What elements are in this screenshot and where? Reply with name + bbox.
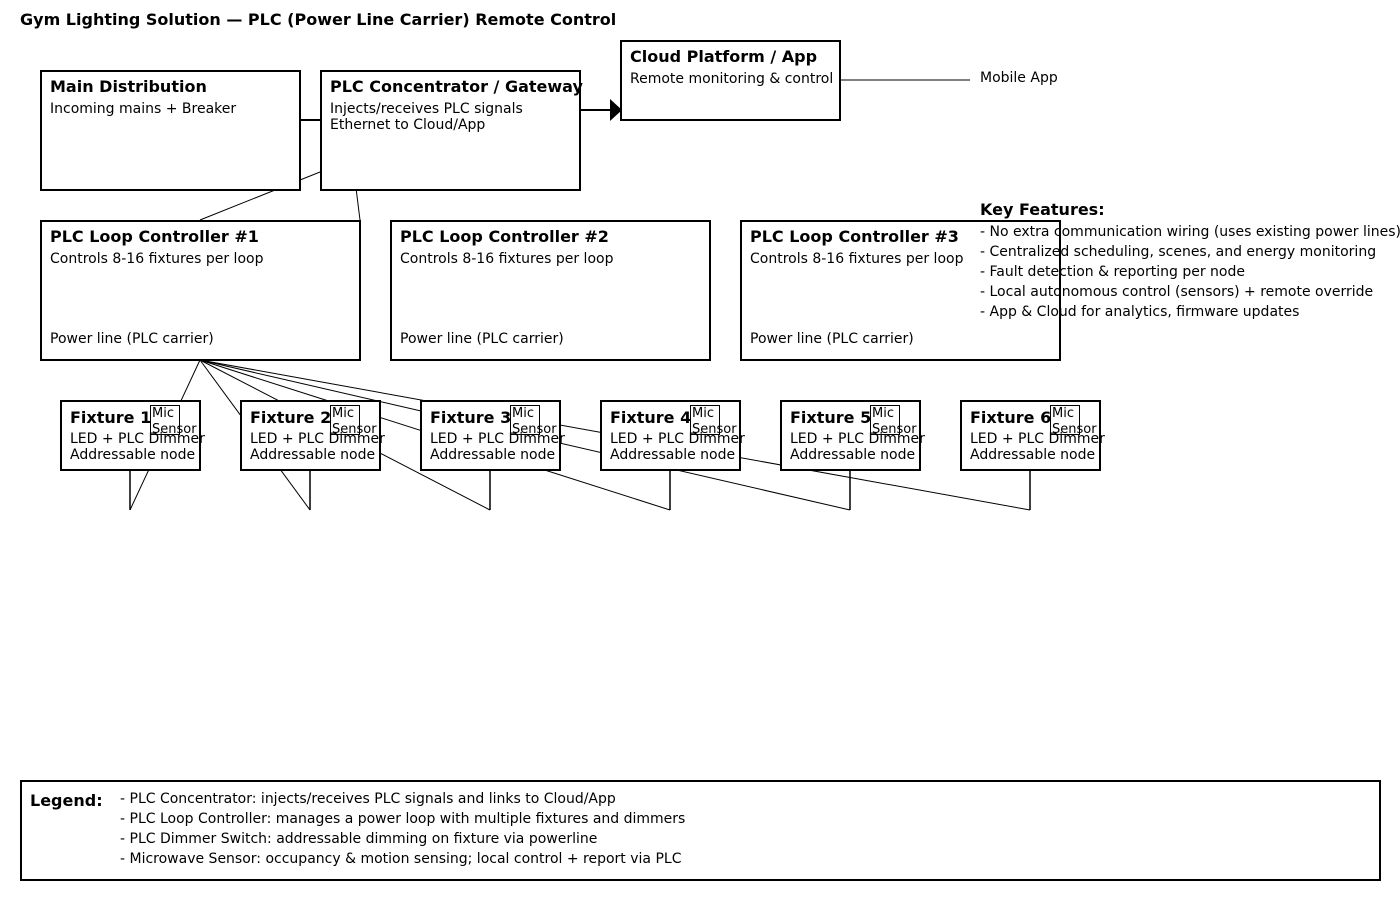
loop-controller-title: PLC Loop Controller #3 (750, 227, 959, 246)
legend-item: - PLC Concentrator: injects/receives PLC… (120, 791, 616, 807)
fixture-1-box: LED + PLC Dimmer Addressable node Fixtur… (60, 400, 205, 471)
cloud-platform-desc: Remote monitoring & control (630, 71, 834, 87)
fixture-node: Addressable node (250, 447, 376, 463)
fixture-desc: LED + PLC Dimmer (250, 431, 385, 447)
fixture-desc: LED + PLC Dimmer (70, 431, 205, 447)
arrowhead-to-cloud (610, 99, 622, 121)
fixture-title: Fixture 2 (250, 408, 332, 427)
sensor-label-1: Mic (332, 406, 354, 421)
cloud-platform-box: Cloud Platform / App Remote monitoring &… (620, 40, 841, 121)
key-feature-item: - Centralized scheduling, scenes, and en… (980, 244, 1377, 260)
sensor-label-2: Sensor (332, 422, 377, 437)
loop-controller-title: PLC Loop Controller #1 (50, 227, 259, 246)
legend-box: Legend: - PLC Concentrator: injects/rece… (20, 780, 1381, 881)
plc-concentrator-desc-2: Ethernet to Cloud/App (330, 117, 486, 133)
loop-controller-desc: Controls 8-16 fixtures per loop (50, 251, 264, 267)
plc-concentrator-box: PLC Concentrator / Gateway Injects/recei… (320, 70, 583, 191)
loop-controller-1-box: PLC Loop Controller #1 Controls 8-16 fix… (40, 220, 361, 361)
cloud-platform-title: Cloud Platform / App (630, 47, 818, 66)
loop-controller-desc: Controls 8-16 fixtures per loop (750, 251, 964, 267)
fixture-title: Fixture 6 (970, 408, 1052, 427)
key-features-title: Key Features: (980, 200, 1105, 219)
legend-title: Legend: (30, 791, 103, 810)
fixture-desc: LED + PLC Dimmer (970, 431, 1105, 447)
legend-item: - Microwave Sensor: occupancy & motion s… (120, 851, 682, 867)
microwave-sensor-box: Mic Sensor (330, 405, 377, 437)
key-feature-item: - App & Cloud for analytics, firmware up… (980, 304, 1300, 320)
plc-concentrator-title: PLC Concentrator / Gateway (330, 77, 583, 96)
loop-controller-2-box: PLC Loop Controller #2 Controls 8-16 fix… (390, 220, 711, 361)
diagram-title: Gym Lighting Solution — PLC (Power Line … (20, 10, 617, 29)
fixture-4-box: LED + PLC Dimmer Addressable node Fixtur… (600, 400, 745, 471)
microwave-sensor-box: Mic Sensor (870, 405, 917, 437)
sensor-label-1: Mic (1052, 406, 1074, 421)
key-feature-item: - No extra communication wiring (uses ex… (980, 224, 1400, 240)
main-distribution-box: Main Distribution Incoming mains + Break… (40, 70, 301, 191)
key-feature-item: - Local autonomous control (sensors) + r… (980, 284, 1374, 300)
fixture-node: Addressable node (790, 447, 916, 463)
fixture-node: Addressable node (610, 447, 736, 463)
fixture-title: Fixture 3 (430, 408, 512, 427)
sensor-label-2: Sensor (152, 422, 197, 437)
loop-controller-desc: Controls 8-16 fixtures per loop (400, 251, 614, 267)
loop-controller-3-box: PLC Loop Controller #3 Controls 8-16 fix… (740, 220, 1061, 361)
fixture-6-box: LED + PLC Dimmer Addressable node Fixtur… (960, 400, 1105, 471)
fixture-2-box: LED + PLC Dimmer Addressable node Fixtur… (240, 400, 385, 471)
fixture-title: Fixture 4 (610, 408, 692, 427)
sensor-label-2: Sensor (512, 422, 557, 437)
main-distribution-desc: Incoming mains + Breaker (50, 101, 237, 117)
sensor-label-1: Mic (692, 406, 714, 421)
microwave-sensor-box: Mic Sensor (510, 405, 557, 437)
sensor-label-2: Sensor (1052, 422, 1097, 437)
microwave-sensor-box: Mic Sensor (1050, 405, 1097, 437)
sensor-label-1: Mic (512, 406, 534, 421)
loop-controller-footer: Power line (PLC carrier) (400, 331, 564, 347)
fixture-desc: LED + PLC Dimmer (430, 431, 565, 447)
fixture-desc: LED + PLC Dimmer (610, 431, 745, 447)
fixture-node: Addressable node (430, 447, 556, 463)
fixture-title: Fixture 1 (70, 408, 152, 427)
microwave-sensor-box: Mic Sensor (150, 405, 197, 437)
microwave-sensor-box: Mic Sensor (690, 405, 737, 437)
legend-item: - PLC Dimmer Switch: addressable dimming… (120, 831, 598, 847)
sensor-label-2: Sensor (872, 422, 917, 437)
fixture-3-box: LED + PLC Dimmer Addressable node Fixtur… (420, 400, 565, 471)
main-distribution-title: Main Distribution (50, 77, 207, 96)
sensor-label-1: Mic (872, 406, 894, 421)
sensor-label-2: Sensor (692, 422, 737, 437)
loop-controller-footer: Power line (PLC carrier) (750, 331, 914, 347)
fixture-node: Addressable node (970, 447, 1096, 463)
fixture-title: Fixture 5 (790, 408, 872, 427)
mobile-app-label: Mobile App (980, 70, 1058, 86)
fixture-node: Addressable node (70, 447, 196, 463)
legend-item: - PLC Loop Controller: manages a power l… (120, 811, 686, 827)
loop-controller-title: PLC Loop Controller #2 (400, 227, 609, 246)
fixture-desc: LED + PLC Dimmer (790, 431, 925, 447)
fixture-5-box: LED + PLC Dimmer Addressable node Fixtur… (780, 400, 925, 471)
loop-controller-footer: Power line (PLC carrier) (50, 331, 214, 347)
key-feature-item: - Fault detection & reporting per node (980, 264, 1245, 280)
plc-concentrator-desc-1: Injects/receives PLC signals (330, 101, 523, 117)
sensor-label-1: Mic (152, 406, 174, 421)
